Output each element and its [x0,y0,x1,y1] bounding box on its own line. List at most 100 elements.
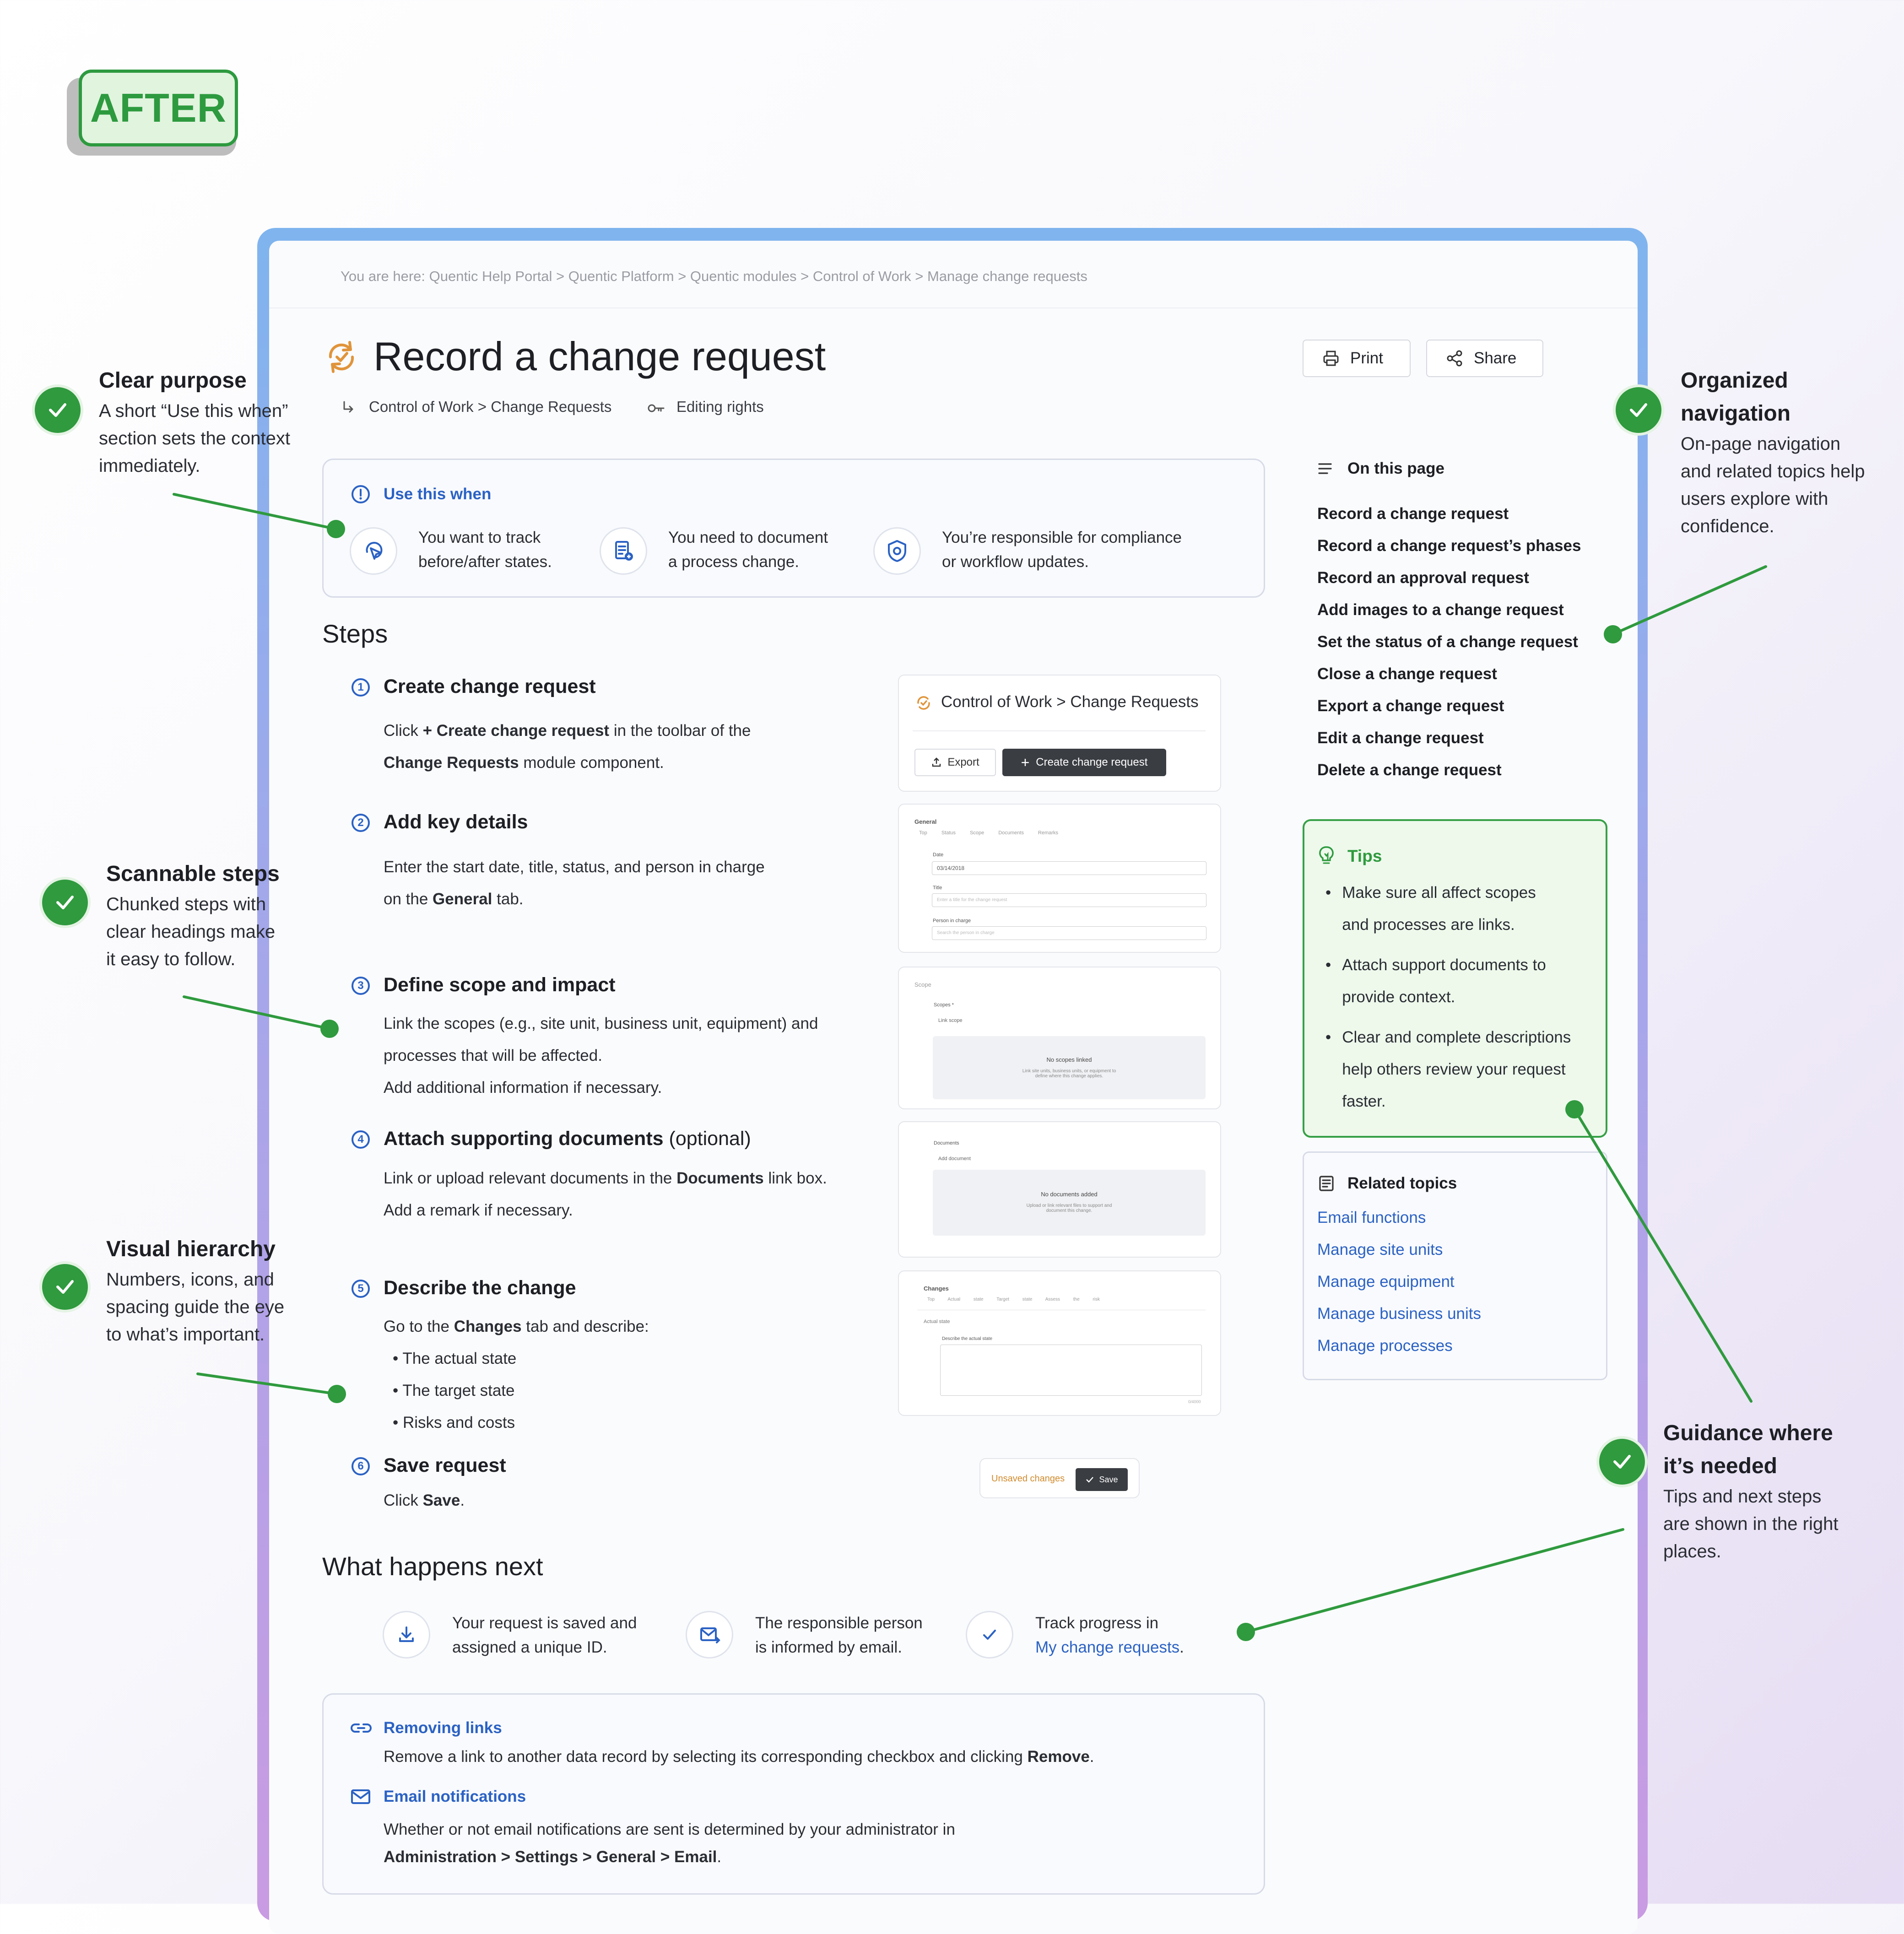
title-input[interactable]: Enter a title for the change request [932,893,1206,907]
related-topic-link[interactable]: Manage equipment [1317,1273,1455,1291]
unsaved-changes-label: Unsaved changes [991,1474,1065,1484]
lightbulb-icon [1319,846,1334,864]
step-title: Add key details [384,811,528,833]
step-title: Create change request [384,675,596,697]
toc-item[interactable]: Close a change request [1317,665,1497,683]
create-change-request-button[interactable]: +Create change request [1002,749,1166,776]
person-input[interactable]: Search the person in charge [932,926,1206,940]
step-body: Enter the start date, title, status, and… [384,858,765,908]
tips-card [1303,819,1607,1138]
add-document-link[interactable]: Add document [938,1156,971,1161]
step-body: Link the scopes (e.g., site unit, busine… [384,1015,818,1097]
breadcrumb[interactable]: You are here: Quentic Help Portal > Quen… [341,268,1087,284]
download-icon [399,1626,414,1642]
annotation-check-icon [35,387,81,433]
removing-links-heading: Removing links [384,1719,502,1737]
related-topics-card [1303,1151,1607,1380]
save-preview: Unsaved changes Save [979,1458,1140,1498]
preview-title: Control of Work > Change Requests [941,693,1199,711]
link-scope-link[interactable]: Link scope [938,1018,963,1023]
date-input[interactable]: 03/14/2018 [932,861,1206,875]
cursor-click-icon [366,542,383,560]
document-list-icon [1319,1176,1334,1191]
related-topic-link[interactable]: Manage site units [1317,1241,1443,1259]
toc-item[interactable]: Record an approval request [1317,569,1529,587]
next-text: Track progress in My change requests. [1035,1614,1184,1656]
step-title: Describe the change [384,1277,576,1299]
mail-forward-icon [700,1627,720,1643]
print-button[interactable]: Print [1303,340,1411,377]
related-topic-link[interactable]: Manage processes [1317,1337,1453,1355]
my-change-requests-link[interactable]: My change requests [1035,1638,1180,1656]
check-icon [1086,1477,1094,1483]
plus-icon: + [1021,754,1030,771]
toc-item[interactable]: Record a change request’s phases [1317,537,1581,555]
related-topic-link[interactable]: Email functions [1317,1209,1426,1226]
upload-icon [932,757,941,767]
toc-item[interactable]: Export a change request [1317,697,1504,715]
toc-item[interactable]: Delete a change request [1317,761,1502,779]
mail-icon [351,1789,370,1804]
change-request-icon [917,696,930,710]
related-topics-list: Email functions Manage site units Manage… [1317,1202,1481,1362]
step-title: Define scope and impact [384,974,616,996]
info-icon [352,485,370,503]
toolbar-preview: Control of Work > Change Requests Export… [898,675,1221,792]
page-title: Record a change request [373,334,826,379]
email-notifications-heading: Email notifications [384,1788,526,1805]
what-happens-next-heading: What happens next [322,1552,543,1581]
toc-item[interactable]: Add images to a change request [1317,601,1564,619]
annotation-check-icon [1616,387,1661,433]
toc-item[interactable]: Set the status of a change request [1317,633,1578,651]
step-body: Link or upload relevant documents in the… [384,1169,827,1219]
on-this-page-nav: Record a change request Record a change … [1317,498,1581,786]
actual-state-textarea[interactable] [940,1345,1202,1396]
link-remove-icon [351,1723,372,1733]
save-button[interactable]: Save [1076,1468,1128,1491]
changes-preview: Changes Top Actual state Target state As… [898,1270,1221,1416]
editing-rights: Editing rights [676,398,764,415]
related-topics-heading: Related topics [1347,1174,1457,1192]
empty-scope-area: No scopes linked Link site units, busine… [933,1036,1206,1099]
empty-documents-area: No documents added Upload or link releva… [933,1170,1206,1236]
share-label: Share [1474,349,1517,367]
annotation-scannable-steps: Scannable steps Chunked steps with clear… [106,862,280,969]
next-icon-circle [686,1611,733,1658]
step-number: 2 [352,814,370,832]
annotation-clear-purpose: Clear purpose A short “Use this when” se… [99,368,291,476]
use-when-icon-circle [600,527,647,575]
share-icon [1447,350,1462,367]
printer-icon [1323,351,1339,366]
on-this-page-heading: On this page [1347,459,1444,477]
toc-item-active[interactable]: Record a change request [1317,505,1509,523]
toc-item[interactable]: Edit a change request [1317,729,1484,747]
shield-check-icon [888,540,906,562]
annotation-check-icon [1599,1439,1645,1485]
step-number: 6 [352,1457,370,1475]
annotation-visual-hierarchy: Visual hierarchy Numbers, icons, and spa… [106,1237,285,1345]
step-body: Go to the Changes tab and describe: • Th… [384,1318,649,1432]
step-body: Click Save. [384,1491,465,1509]
step-number: 4 [352,1130,370,1149]
related-topic-link[interactable]: Manage business units [1317,1305,1481,1323]
module-path[interactable]: Control of Work > Change Requests [369,398,612,415]
list-icon [1318,463,1332,474]
export-button[interactable]: Export [914,749,996,776]
subdirectory-arrow-icon [343,401,353,413]
annotation-guidance: Guidance where it’s needed Tips and next… [1663,1421,1839,1561]
key-icon [648,404,665,412]
use-when-icon-circle [873,527,921,575]
use-when-icon-circle [350,527,397,575]
share-button[interactable]: Share [1426,340,1543,377]
notes-card [322,1693,1265,1895]
check-icon [983,1630,996,1640]
step-number: 5 [352,1280,370,1298]
next-icon-circle [966,1611,1013,1658]
documents-preview: Documents Add document No documents adde… [898,1121,1221,1258]
step-number: 3 [352,977,370,995]
annotation-check-icon [42,1264,88,1310]
